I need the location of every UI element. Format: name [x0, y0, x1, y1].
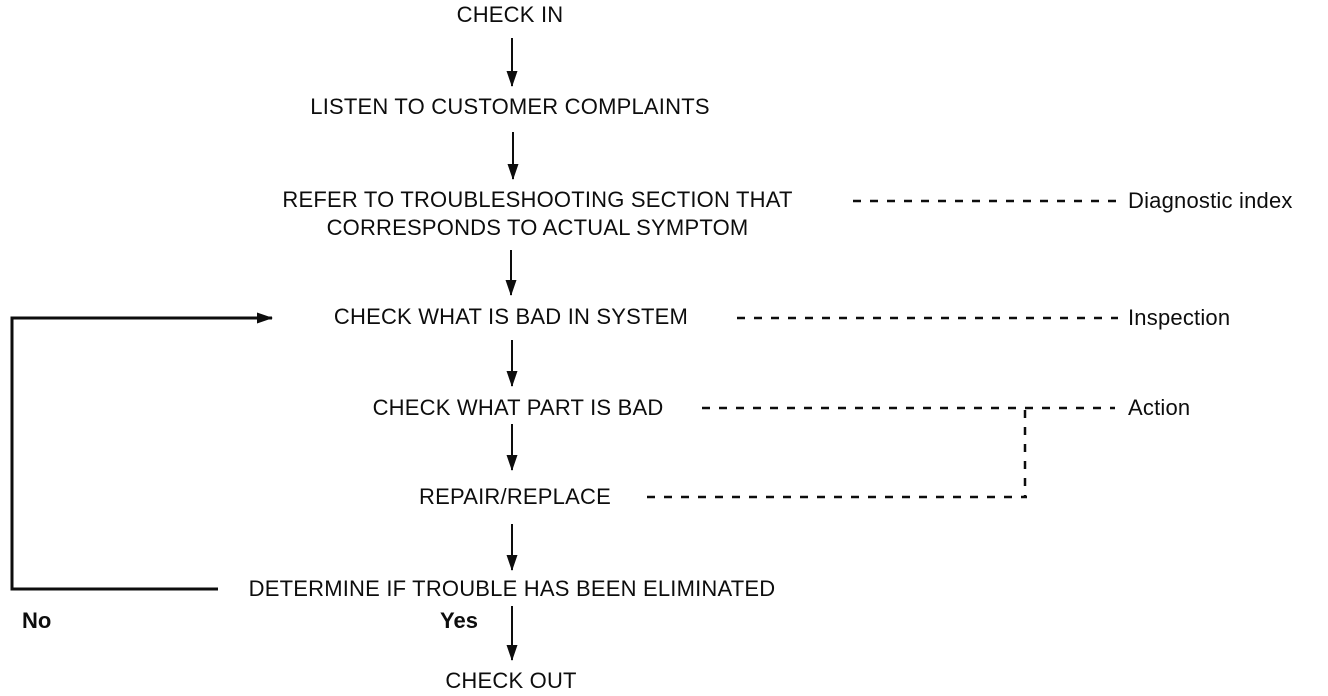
branch-label-no: No: [22, 608, 52, 633]
node-listen-complaints: LISTEN TO CUSTOMER COMPLAINTS: [310, 94, 710, 119]
no-feedback-loop: [10, 312, 273, 591]
node-check-in: CHECK IN: [456, 2, 564, 27]
branch-label-yes: Yes: [440, 608, 478, 633]
node-check-system: CHECK WHAT IS BAD IN SYSTEM: [333, 304, 689, 329]
side-label-diagnostic-index: Diagnostic index: [1128, 188, 1293, 213]
node-refer-line1: REFER TO TROUBLESHOOTING SECTION THAT: [282, 187, 793, 212]
node-determine-eliminated: DETERMINE IF TROUBLE HAS BEEN ELIMINATED: [248, 576, 776, 601]
loop-arrow: [10, 312, 273, 591]
node-check-out: CHECK OUT: [445, 668, 577, 693]
node-check-part: CHECK WHAT PART IS BAD: [372, 395, 664, 420]
dashed-connectors: [647, 199, 1120, 499]
side-label-inspection: Inspection: [1128, 305, 1231, 330]
node-refer-line2: CORRESPONDS TO ACTUAL SYMPTOM: [326, 215, 749, 240]
side-label-action: Action: [1128, 395, 1191, 420]
flow-arrows: [505, 38, 519, 661]
node-repair-replace: REPAIR/REPLACE: [419, 484, 611, 509]
node-refer-troubleshooting: REFER TO TROUBLESHOOTING SECTION THAT CO…: [245, 186, 830, 242]
